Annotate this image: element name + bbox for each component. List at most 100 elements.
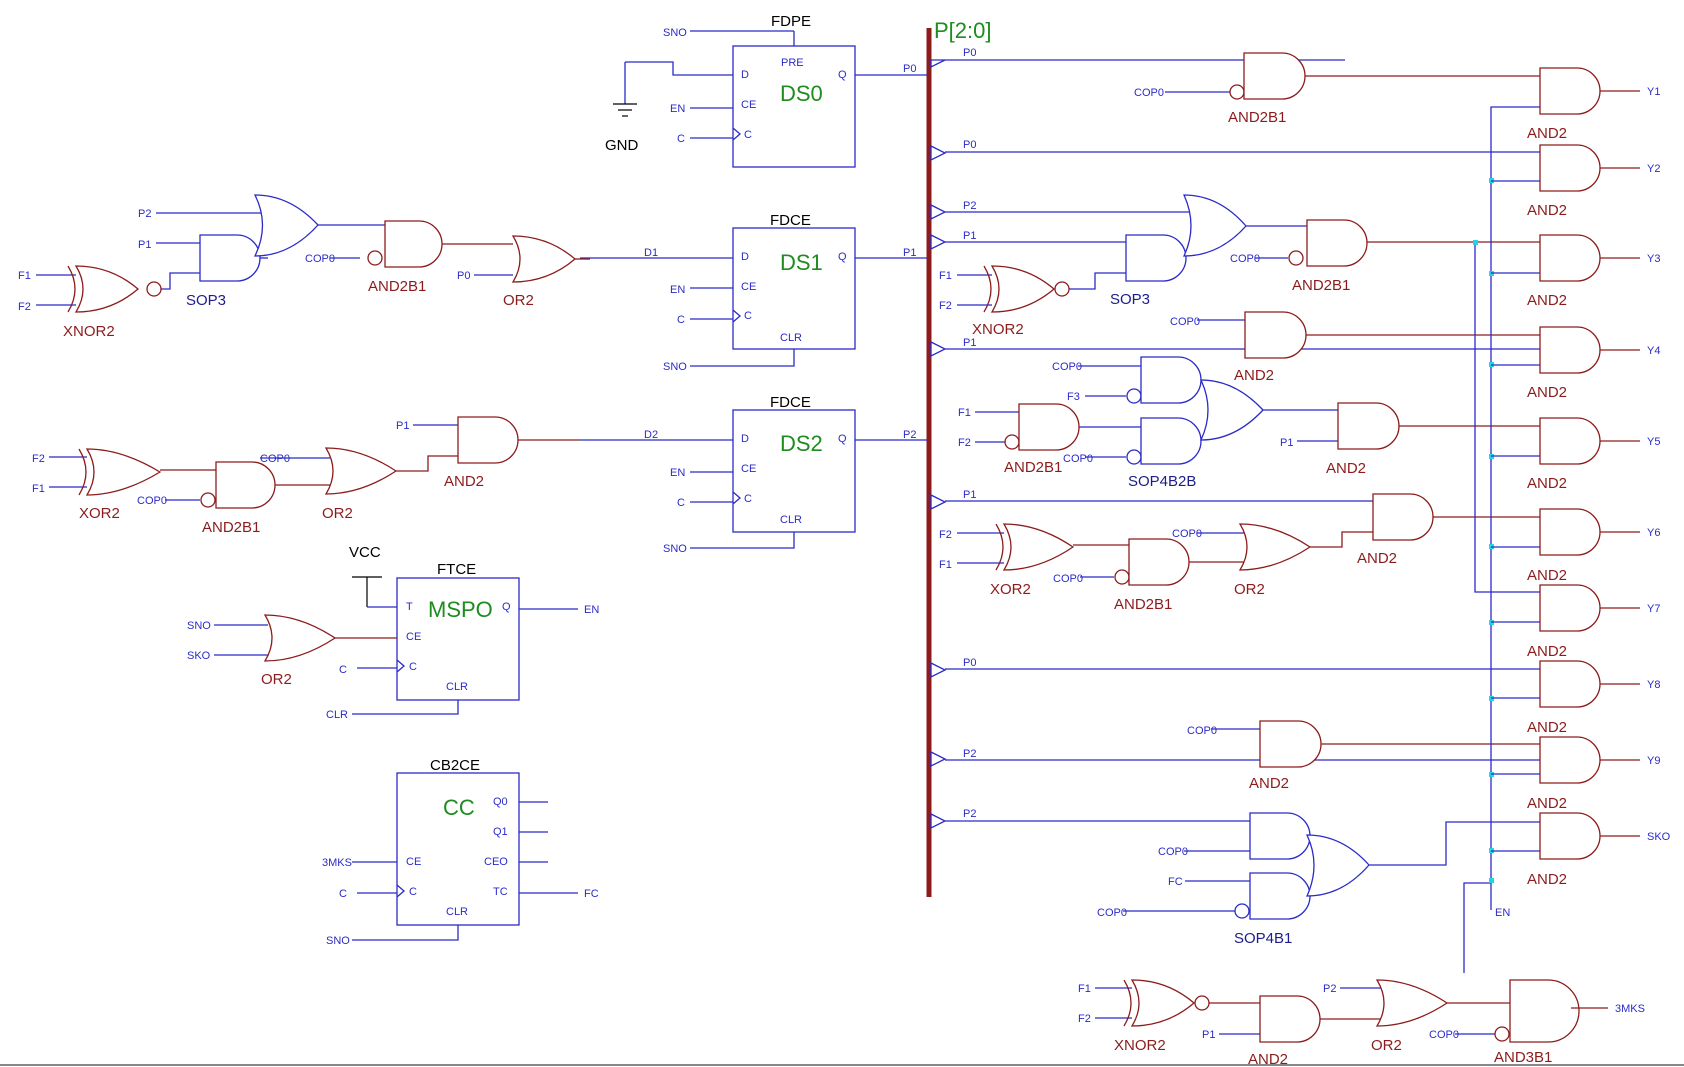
bus-label: P[2:0] xyxy=(934,18,991,43)
register-mspo: VCC FTCE MSPO T CE C CLR Q EN C CLR SNO … xyxy=(187,544,599,721)
svg-text:Y1: Y1 xyxy=(1647,86,1660,98)
svg-text:COP0: COP0 xyxy=(1158,846,1188,858)
svg-text:AND2: AND2 xyxy=(1527,202,1567,219)
svg-text:CLR: CLR xyxy=(446,681,468,693)
svg-text:F2: F2 xyxy=(958,437,971,449)
en-distribution: EN xyxy=(1473,106,1540,919)
svg-text:EN: EN xyxy=(670,284,685,296)
svg-text:C: C xyxy=(409,661,417,673)
svg-text:AND2B1: AND2B1 xyxy=(1292,277,1350,294)
svg-text:P0: P0 xyxy=(903,63,916,75)
svg-text:EN: EN xyxy=(670,467,685,479)
svg-text:F3: F3 xyxy=(1067,391,1080,403)
svg-text:XNOR2: XNOR2 xyxy=(972,321,1024,338)
svg-text:EN: EN xyxy=(584,604,599,616)
svg-text:CE: CE xyxy=(406,856,421,868)
svg-text:AND2: AND2 xyxy=(1249,775,1289,792)
or-gate: OR2 xyxy=(322,447,398,522)
svg-text:3MKS: 3MKS xyxy=(1615,1003,1645,1015)
register-ds2: FDCE DS2 D CE C CLR Q D2 EN C SNO P2 xyxy=(580,394,927,555)
svg-text:Y5: Y5 xyxy=(1647,436,1660,448)
register-type: FDPE xyxy=(771,13,811,30)
svg-text:CLR: CLR xyxy=(446,906,468,918)
bottom-3mks-chain: F1 F2 XNOR2 P1 AND2 P2 OR2 COP0 AND3B1 3… xyxy=(1078,882,1645,1067)
svg-text:F2: F2 xyxy=(32,453,45,465)
svg-text:CE: CE xyxy=(406,631,421,643)
svg-text:Q0: Q0 xyxy=(493,796,508,808)
svg-text:FC: FC xyxy=(1168,876,1183,888)
svg-text:P2: P2 xyxy=(138,208,151,220)
svg-text:AND2: AND2 xyxy=(1234,367,1274,384)
svg-text:AND2B1: AND2B1 xyxy=(1114,596,1172,613)
svg-text:COP0: COP0 xyxy=(1170,316,1200,328)
counter-cc: CB2CE CC CE C CLR Q0 Q1 CEO TC FC 3MKS C… xyxy=(322,757,599,947)
svg-text:Q1: Q1 xyxy=(493,826,508,838)
bus-p: P[2:0] xyxy=(926,18,991,897)
or-gate: OR2 xyxy=(503,235,577,309)
middle-and2-6: COP0 AND2 xyxy=(1187,720,1540,792)
bus-tap: P2 xyxy=(930,808,1250,830)
svg-text:SOP3: SOP3 xyxy=(186,292,226,309)
svg-text:SNO: SNO xyxy=(663,361,687,373)
and2b1-gate: AND2B1 xyxy=(367,220,443,295)
svg-text:F1: F1 xyxy=(1078,983,1091,995)
svg-text:Y8: Y8 xyxy=(1647,679,1660,691)
svg-text:AND2B1: AND2B1 xyxy=(368,278,426,295)
vcc-label: VCC xyxy=(349,544,381,561)
xor-gate: XOR2 xyxy=(78,448,162,522)
svg-text:SKO: SKO xyxy=(187,650,211,662)
svg-text:F1: F1 xyxy=(958,407,971,419)
left-row2-logic: F2 F1 XOR2 COP0 AND2B1 COP0 OR2 P1 AND2 xyxy=(32,416,580,536)
svg-text:AND2: AND2 xyxy=(1527,871,1567,888)
svg-text:SOP3: SOP3 xyxy=(1110,291,1150,308)
svg-text:CLR: CLR xyxy=(780,514,802,526)
svg-text:F1: F1 xyxy=(32,483,45,495)
middle-sop4b1-block: COP0 FC COP0 SOP4B1 xyxy=(1097,812,1540,947)
svg-text:P1: P1 xyxy=(1202,1029,1215,1041)
svg-text:P1: P1 xyxy=(963,489,976,501)
svg-text:XNOR2: XNOR2 xyxy=(1114,1037,1166,1054)
svg-text:OR2: OR2 xyxy=(322,505,353,522)
svg-text:F1: F1 xyxy=(18,270,31,282)
register-name: MSPO xyxy=(428,597,493,622)
svg-text:OR2: OR2 xyxy=(1234,581,1265,598)
svg-text:OR2: OR2 xyxy=(261,671,292,688)
gnd-label: GND xyxy=(605,137,639,154)
svg-text:P2: P2 xyxy=(963,808,976,820)
svg-text:P1: P1 xyxy=(963,337,976,349)
svg-text:AND2: AND2 xyxy=(1357,550,1397,567)
svg-text:T: T xyxy=(406,601,413,613)
svg-text:AND2: AND2 xyxy=(1527,795,1567,812)
svg-text:SOP4B2B: SOP4B2B xyxy=(1128,473,1196,490)
svg-text:AND2: AND2 xyxy=(1527,384,1567,401)
svg-text:AND2: AND2 xyxy=(1527,292,1567,309)
svg-text:P2: P2 xyxy=(963,200,976,212)
svg-text:XNOR2: XNOR2 xyxy=(63,323,115,340)
svg-text:AND2B1: AND2B1 xyxy=(1228,109,1286,126)
and2-gate: AND2 xyxy=(444,416,519,490)
svg-text:C: C xyxy=(744,129,752,141)
svg-text:P2: P2 xyxy=(903,429,916,441)
svg-text:C: C xyxy=(339,664,347,676)
svg-text:F1: F1 xyxy=(939,559,952,571)
bus-tap: P2 xyxy=(930,200,1190,221)
svg-text:EN: EN xyxy=(670,103,685,115)
svg-text:Q: Q xyxy=(838,251,847,263)
svg-text:XOR2: XOR2 xyxy=(79,505,120,522)
svg-text:AND2: AND2 xyxy=(1248,1051,1288,1067)
svg-text:P1: P1 xyxy=(138,239,151,251)
middle-sop3-block: F1 F2 XNOR2 SOP3 COP0 AND2B1 xyxy=(939,194,1540,338)
svg-text:COP0: COP0 xyxy=(1052,361,1082,373)
svg-text:AND2: AND2 xyxy=(1527,719,1567,736)
left-row1-logic: P2 P1 F1 F2 XNOR2 SOP3 COP0 AND2B1 P xyxy=(18,194,590,340)
svg-text:Q: Q xyxy=(838,69,847,81)
svg-text:EN: EN xyxy=(1495,907,1510,919)
register-type: FDCE xyxy=(770,394,811,411)
register-type: FDCE xyxy=(770,212,811,229)
or-gate: OR2 xyxy=(261,614,337,688)
